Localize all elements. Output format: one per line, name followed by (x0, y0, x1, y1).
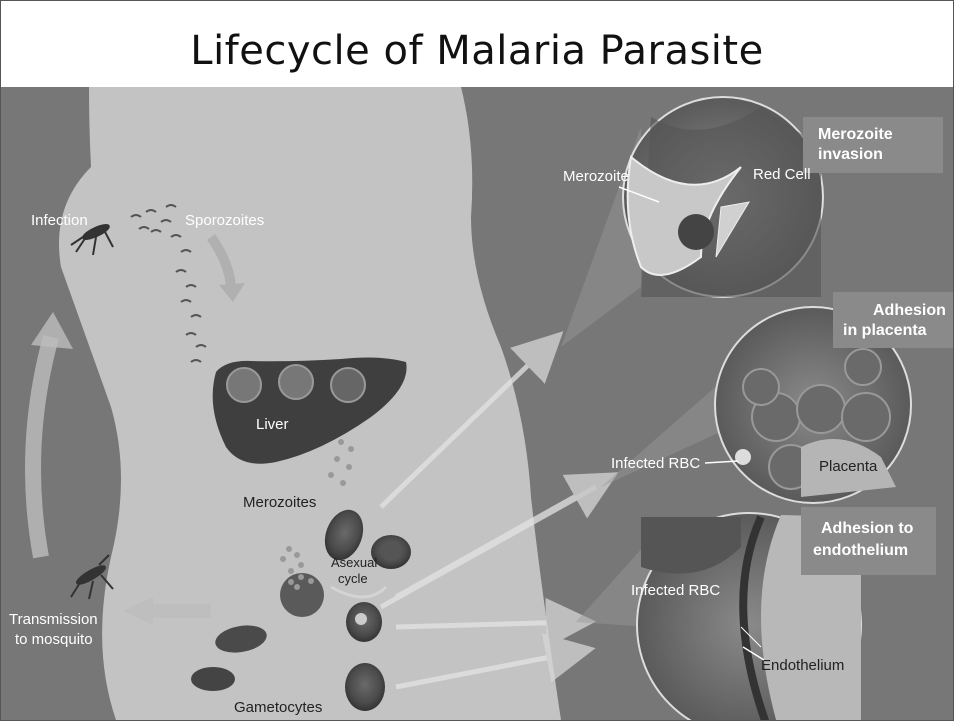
label-infection: Infection (31, 212, 88, 229)
label-transmission: Transmission (9, 611, 98, 628)
label-asexual: Asexual (331, 555, 377, 570)
adhesion-endothelium-title-box (801, 507, 936, 575)
title-adhesion-endothelium-2: endothelium (813, 542, 908, 559)
label-liver: Liver (256, 416, 289, 433)
title-adhesion-endothelium-1: Adhesion to (821, 520, 914, 537)
label-to-mosquito: to mosquito (15, 631, 93, 648)
label-infected-rbc-placenta: Infected RBC (611, 455, 700, 472)
adhesion-placenta-title-box (833, 292, 953, 348)
label-merozoites: Merozoites (243, 494, 316, 511)
label-gametocytes: Gametocytes (234, 699, 322, 716)
title-adhesion-placenta-1: Adhesion (873, 302, 946, 319)
lifecycle-diagram: Infection Sporozoites Liver Merozoites A… (1, 87, 953, 720)
slide-title: Lifecycle of Malaria Parasite (1, 1, 953, 87)
label-merozoite: Merozoite (563, 168, 629, 185)
label-placenta: Placenta (819, 458, 878, 475)
liver-cell-2 (279, 365, 313, 399)
title-adhesion-placenta-2: in placenta (843, 322, 927, 339)
label-cycle: cycle (338, 571, 368, 586)
label-endothelium: Endothelium (761, 657, 844, 674)
title-merozoite-invasion-2: invasion (818, 146, 883, 163)
label-red-cell: Red Cell (753, 166, 811, 183)
merozoite-invasion-callout (623, 97, 823, 297)
title-merozoite-invasion-1: Merozoite (818, 126, 893, 143)
liver-cell-1 (227, 368, 261, 402)
label-sporozoites: Sporozoites (185, 212, 264, 229)
label-infected-rbc-endothelium: Infected RBC (631, 582, 720, 599)
liver-cell-3 (331, 368, 365, 402)
